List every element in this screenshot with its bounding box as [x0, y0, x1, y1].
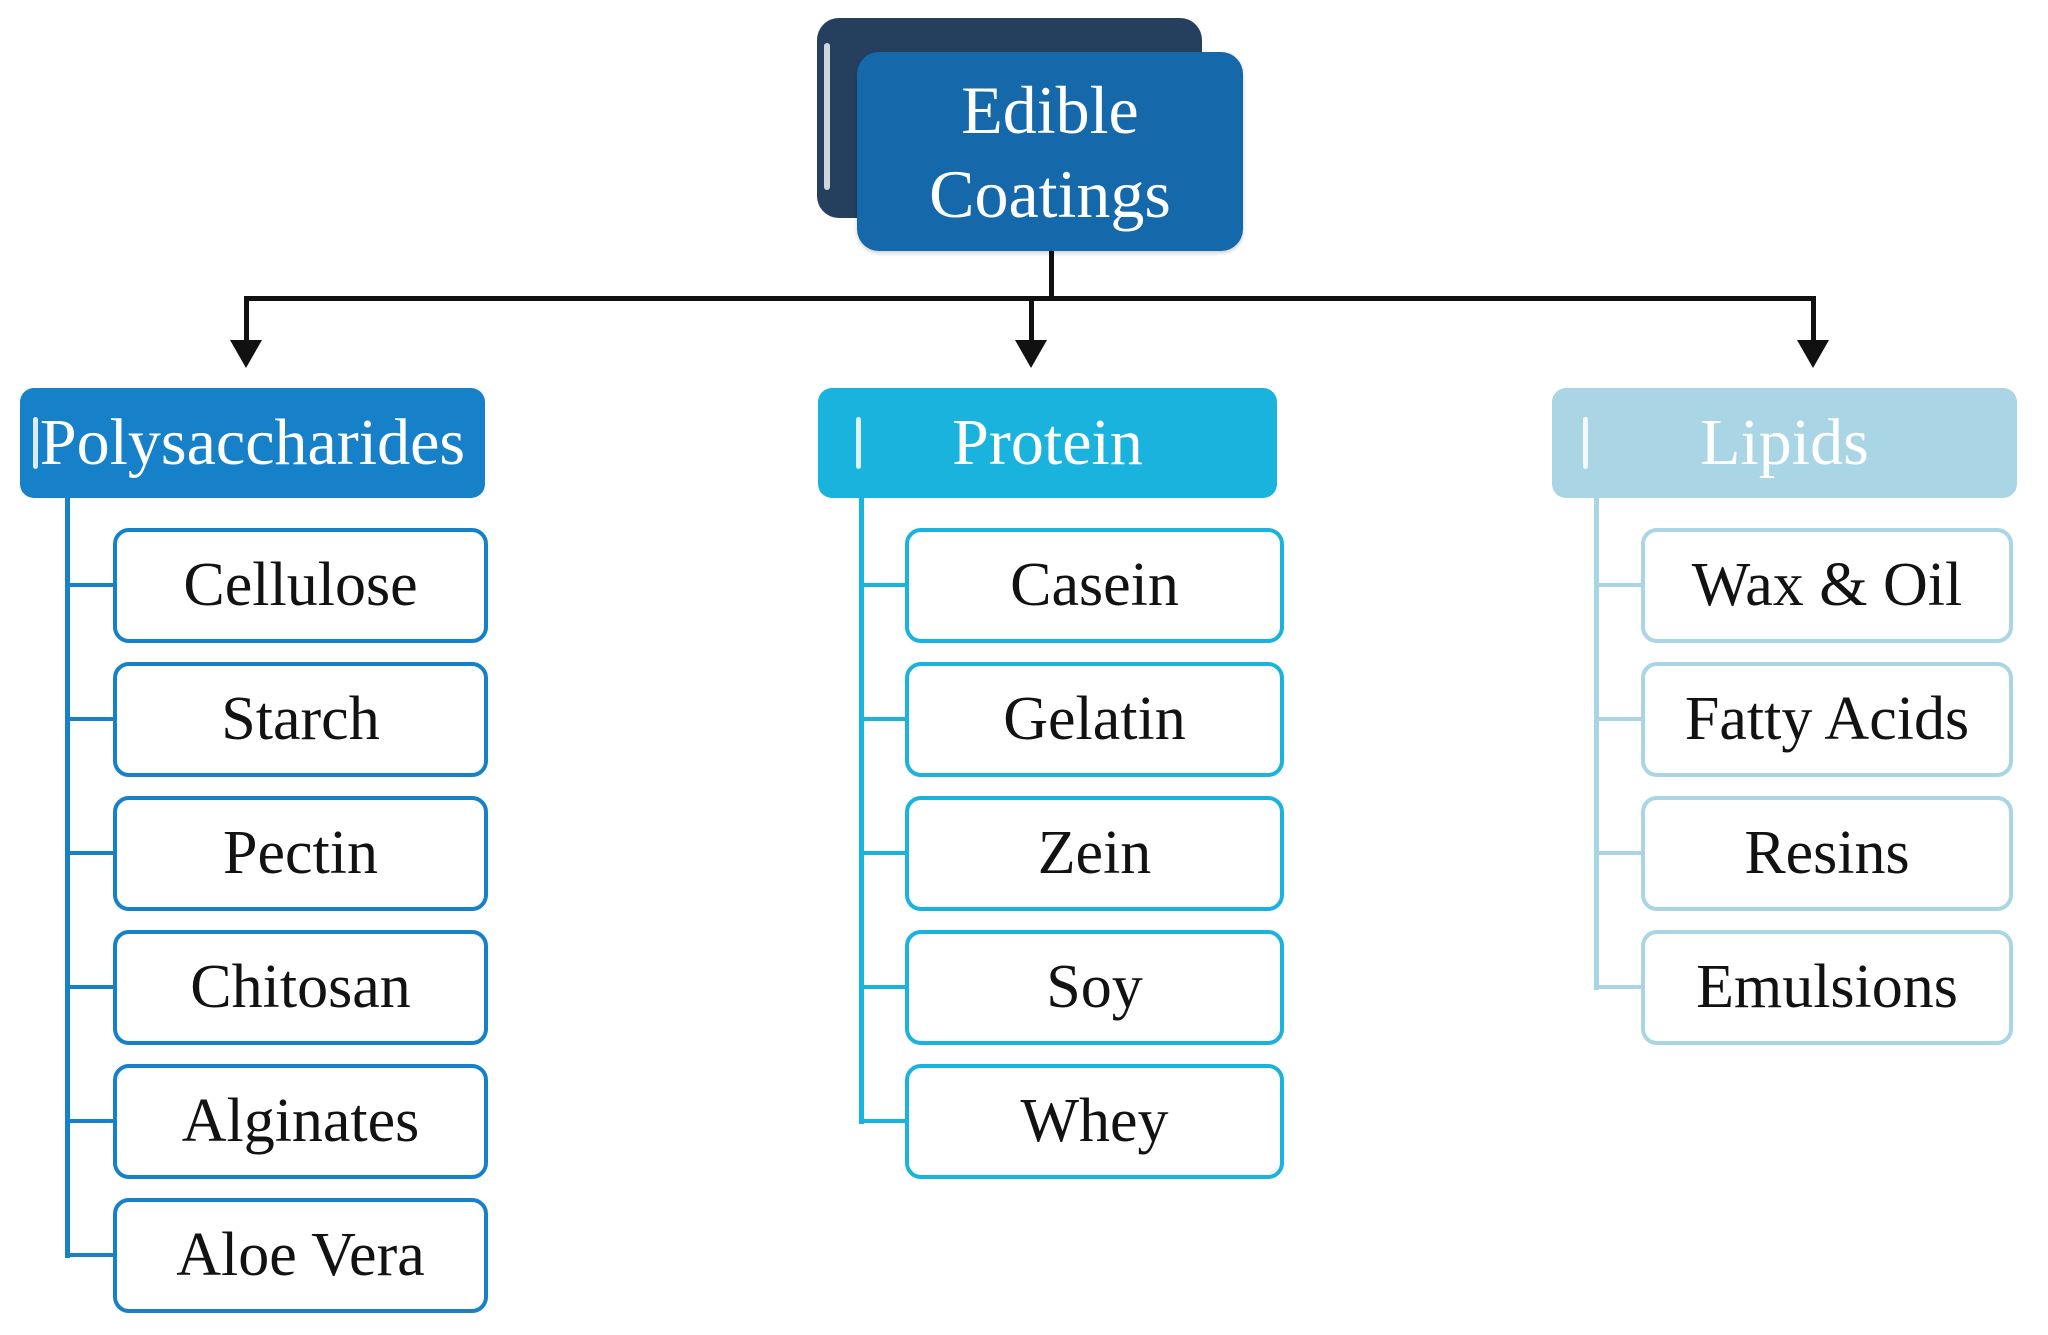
stub-line — [859, 1119, 905, 1123]
root-label-line1: Edible — [961, 71, 1139, 148]
node-pectin: Pectin — [113, 796, 488, 911]
stub-line — [1594, 583, 1641, 587]
trunk-line — [65, 497, 70, 1258]
stub-line — [65, 851, 113, 855]
stub-line — [1594, 851, 1641, 855]
stub-line — [859, 717, 905, 721]
trunk-line — [1594, 497, 1599, 990]
root-accent-bar-icon — [824, 43, 830, 190]
node-alginates: Alginates — [113, 1064, 488, 1179]
stub-line — [65, 1119, 113, 1123]
stub-line — [859, 583, 905, 587]
node-label: Casein — [1010, 551, 1179, 619]
node-chitosan: Chitosan — [113, 930, 488, 1045]
arrow-down-icon — [1797, 340, 1829, 368]
stub-line — [65, 1253, 113, 1257]
stub-line — [1594, 717, 1641, 721]
node-casein: Casein — [905, 528, 1284, 643]
node-label: Gelatin — [1003, 685, 1186, 753]
node-label: Chitosan — [190, 953, 411, 1021]
node-label: Starch — [221, 685, 380, 753]
node-whey: Whey — [905, 1064, 1284, 1179]
arrow-line-protein — [1029, 296, 1034, 342]
branch-header-label: Lipids — [1700, 406, 1869, 479]
node-starch: Starch — [113, 662, 488, 777]
root-label-line2: Coatings — [929, 155, 1171, 232]
node-zein: Zein — [905, 796, 1284, 911]
branch-header-lipids: Lipids — [1552, 388, 2017, 498]
trunk-line — [859, 497, 864, 1124]
branch-header-polysaccharides: Polysaccharides — [20, 388, 485, 498]
node-wax-oil: Wax & Oil — [1641, 528, 2013, 643]
stub-line — [859, 985, 905, 989]
header-accent-bar-icon — [856, 417, 861, 469]
node-label: Emulsions — [1696, 953, 1958, 1021]
node-label: Aloe Vera — [176, 1221, 425, 1289]
node-label: Wax & Oil — [1691, 551, 1963, 619]
stub-line — [1594, 985, 1641, 989]
branch-header-label: Protein — [952, 406, 1143, 479]
node-resins: Resins — [1641, 796, 2013, 911]
arrow-down-icon — [230, 340, 262, 368]
arrow-line-lipids — [1811, 296, 1816, 342]
node-label: Alginates — [181, 1087, 420, 1155]
stub-line — [65, 985, 113, 989]
node-label: Soy — [1046, 953, 1143, 1021]
node-emulsions: Emulsions — [1641, 930, 2013, 1045]
node-aloe-vera: Aloe Vera — [113, 1198, 488, 1313]
node-label: Resins — [1744, 819, 1910, 887]
node-label: Pectin — [223, 819, 378, 887]
node-label: Cellulose — [183, 551, 418, 619]
header-accent-bar-icon — [33, 417, 38, 469]
node-fatty-acids: Fatty Acids — [1641, 662, 2013, 777]
branch-header-protein: Protein — [818, 388, 1277, 498]
node-label: Zein — [1037, 819, 1152, 887]
header-accent-bar-icon — [1583, 417, 1588, 469]
branch-header-label: Polysaccharides — [39, 406, 466, 479]
node-label: Whey — [1020, 1087, 1169, 1155]
stub-line — [65, 717, 113, 721]
node-gelatin: Gelatin — [905, 662, 1284, 777]
node-cellulose: Cellulose — [113, 528, 488, 643]
node-label: Fatty Acids — [1684, 685, 1970, 753]
root-stem-line — [1049, 250, 1054, 298]
stub-line — [859, 851, 905, 855]
stub-line — [65, 583, 113, 587]
arrow-down-icon — [1015, 340, 1047, 368]
node-soy: Soy — [905, 930, 1284, 1045]
root-node: Edible Coatings — [857, 52, 1243, 251]
arrow-line-polysaccharides — [244, 296, 249, 342]
